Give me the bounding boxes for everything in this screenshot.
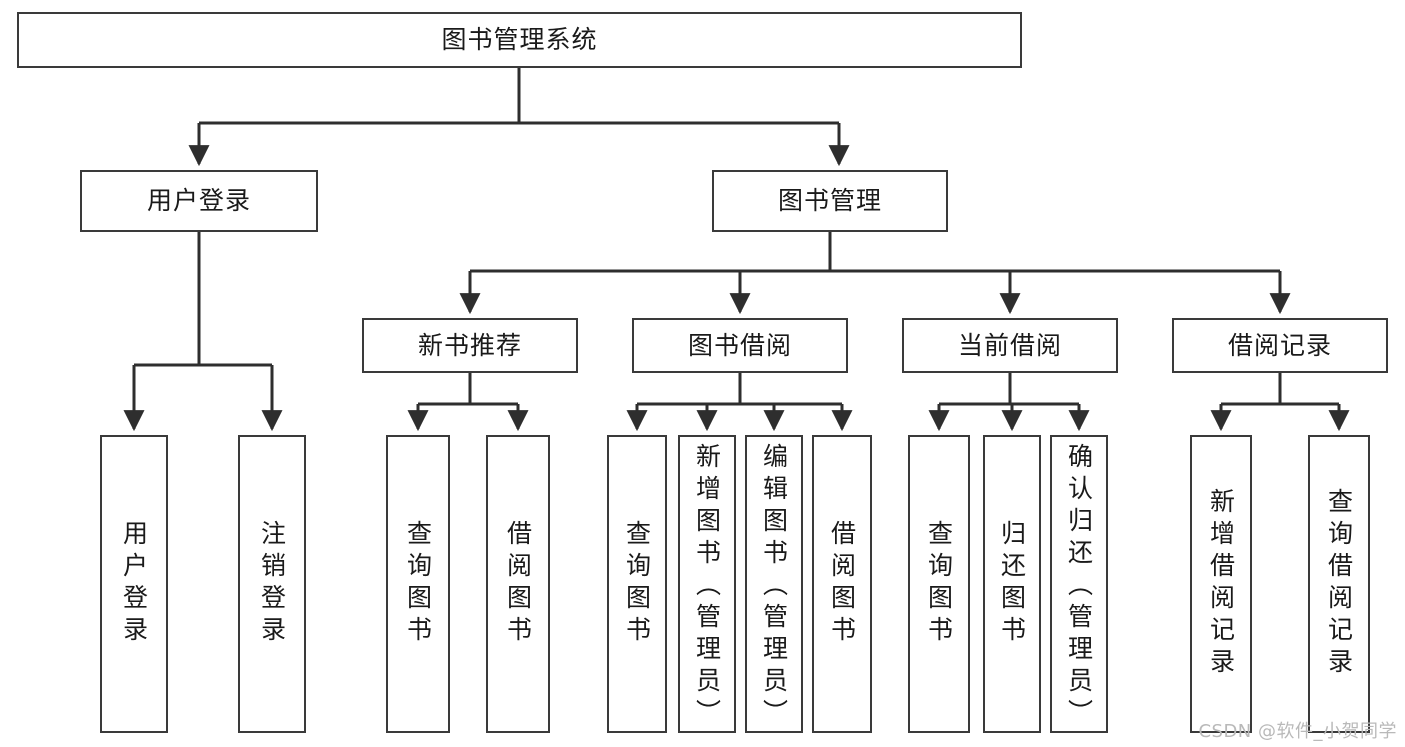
node-leaf-borrow-book-1[interactable]: 借阅图书	[486, 435, 550, 733]
node-leaf-query-book-1[interactable]: 查询图书	[386, 435, 450, 733]
node-leaf-query-book-2[interactable]: 查询图书	[607, 435, 667, 733]
node-leaf-return-book[interactable]: 归还图书	[983, 435, 1041, 733]
node-leaf-confirm-return[interactable]: 确认归还（管理员）	[1050, 435, 1108, 733]
node-label: 查询图书	[622, 520, 652, 648]
node-leaf-edit-book[interactable]: 编辑图书（管理员）	[745, 435, 803, 733]
node-label: 借阅图书	[827, 520, 857, 648]
node-label: 新增借阅记录	[1206, 488, 1236, 680]
node-label: 注销登录	[257, 520, 287, 648]
node-label: 用户登录	[119, 520, 149, 648]
node-leaf-add-book[interactable]: 新增图书（管理员）	[678, 435, 736, 733]
node-borrow-record[interactable]: 借阅记录	[1172, 318, 1388, 373]
node-leaf-add-borrow-record[interactable]: 新增借阅记录	[1190, 435, 1252, 733]
node-book-borrow[interactable]: 图书借阅	[632, 318, 848, 373]
node-root[interactable]: 图书管理系统	[17, 12, 1022, 68]
node-label: 归还图书	[997, 520, 1027, 648]
node-label: 确认归还（管理员）	[1064, 443, 1094, 731]
node-label: 新增图书（管理员）	[692, 443, 722, 731]
node-leaf-user-login[interactable]: 用户登录	[100, 435, 168, 733]
node-new-book-recommend[interactable]: 新书推荐	[362, 318, 578, 373]
node-label: 查询图书	[924, 520, 954, 648]
node-book-manage[interactable]: 图书管理	[712, 170, 948, 232]
node-user-login[interactable]: 用户登录	[80, 170, 318, 232]
node-leaf-query-book-3[interactable]: 查询图书	[908, 435, 970, 733]
csdn-watermark: CSDN @软件_小贺同学	[1198, 721, 1397, 742]
node-current-borrow[interactable]: 当前借阅	[902, 318, 1118, 373]
node-leaf-borrow-book-2[interactable]: 借阅图书	[812, 435, 872, 733]
node-label: 编辑图书（管理员）	[759, 443, 789, 731]
node-label: 查询借阅记录	[1324, 488, 1354, 680]
node-label: 查询图书	[403, 520, 433, 648]
node-label: 借阅图书	[503, 520, 533, 648]
node-leaf-logout[interactable]: 注销登录	[238, 435, 306, 733]
node-leaf-query-borrow-record[interactable]: 查询借阅记录	[1308, 435, 1370, 733]
